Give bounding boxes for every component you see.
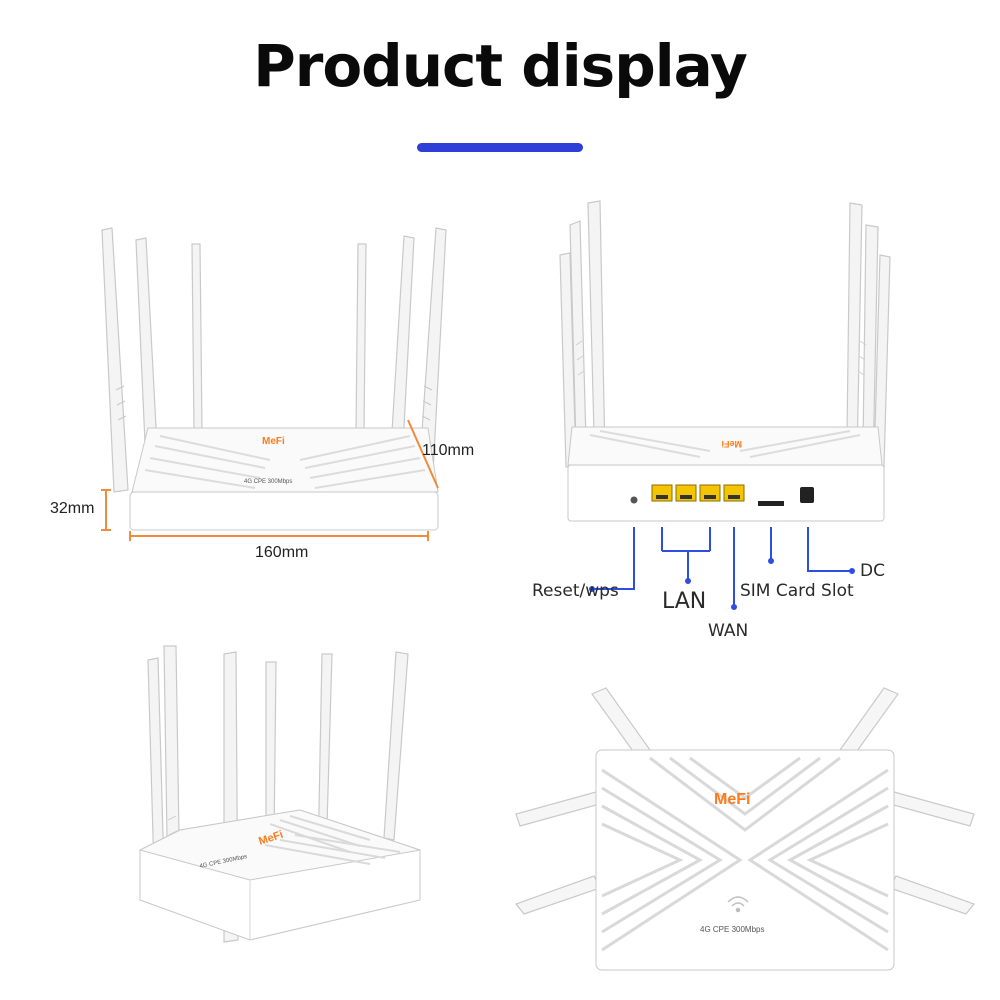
front-view-illustration: MeFi 4G CPE 300Mbps <box>101 227 447 541</box>
top-logo-text: MeFi <box>714 791 750 808</box>
rear-logo-text: MeFi <box>721 439 742 449</box>
front-logo-text: MeFi <box>262 436 285 447</box>
reset-wps-callout: Reset/wps <box>532 581 619 601</box>
title-underline <box>417 143 583 152</box>
angled-view-panel: MeFi 4G CPE 300Mbps <box>120 640 440 980</box>
depth-label: 110mm <box>422 442 475 459</box>
top-model-text: 4G CPE 300Mbps <box>700 925 764 934</box>
rear-view-panel: MeFi <box>520 195 980 650</box>
lan-callout: LAN <box>662 589 707 614</box>
front-model-text: 4G CPE 300Mbps <box>244 479 292 485</box>
front-view-panel: MeFi 4G CPE 300Mbps 110mm 32mm 160mm <box>40 200 510 580</box>
dc-callout: DC <box>860 561 885 581</box>
angled-view-illustration: MeFi 4G CPE 300Mbps <box>138 645 421 943</box>
wifi-icon <box>727 896 749 913</box>
wan-callout: WAN <box>708 621 749 641</box>
sim-card-slot-callout: SIM Card Slot <box>740 581 854 601</box>
width-label: 160mm <box>255 544 309 561</box>
height-label: 32mm <box>50 500 95 517</box>
rear-view-illustration: MeFi <box>559 200 891 610</box>
top-view-panel: MeFi 4G CPE 300Mbps <box>510 680 980 980</box>
top-view-illustration: MeFi 4G CPE 300Mbps <box>515 687 975 971</box>
page-title: Product display <box>253 32 748 100</box>
